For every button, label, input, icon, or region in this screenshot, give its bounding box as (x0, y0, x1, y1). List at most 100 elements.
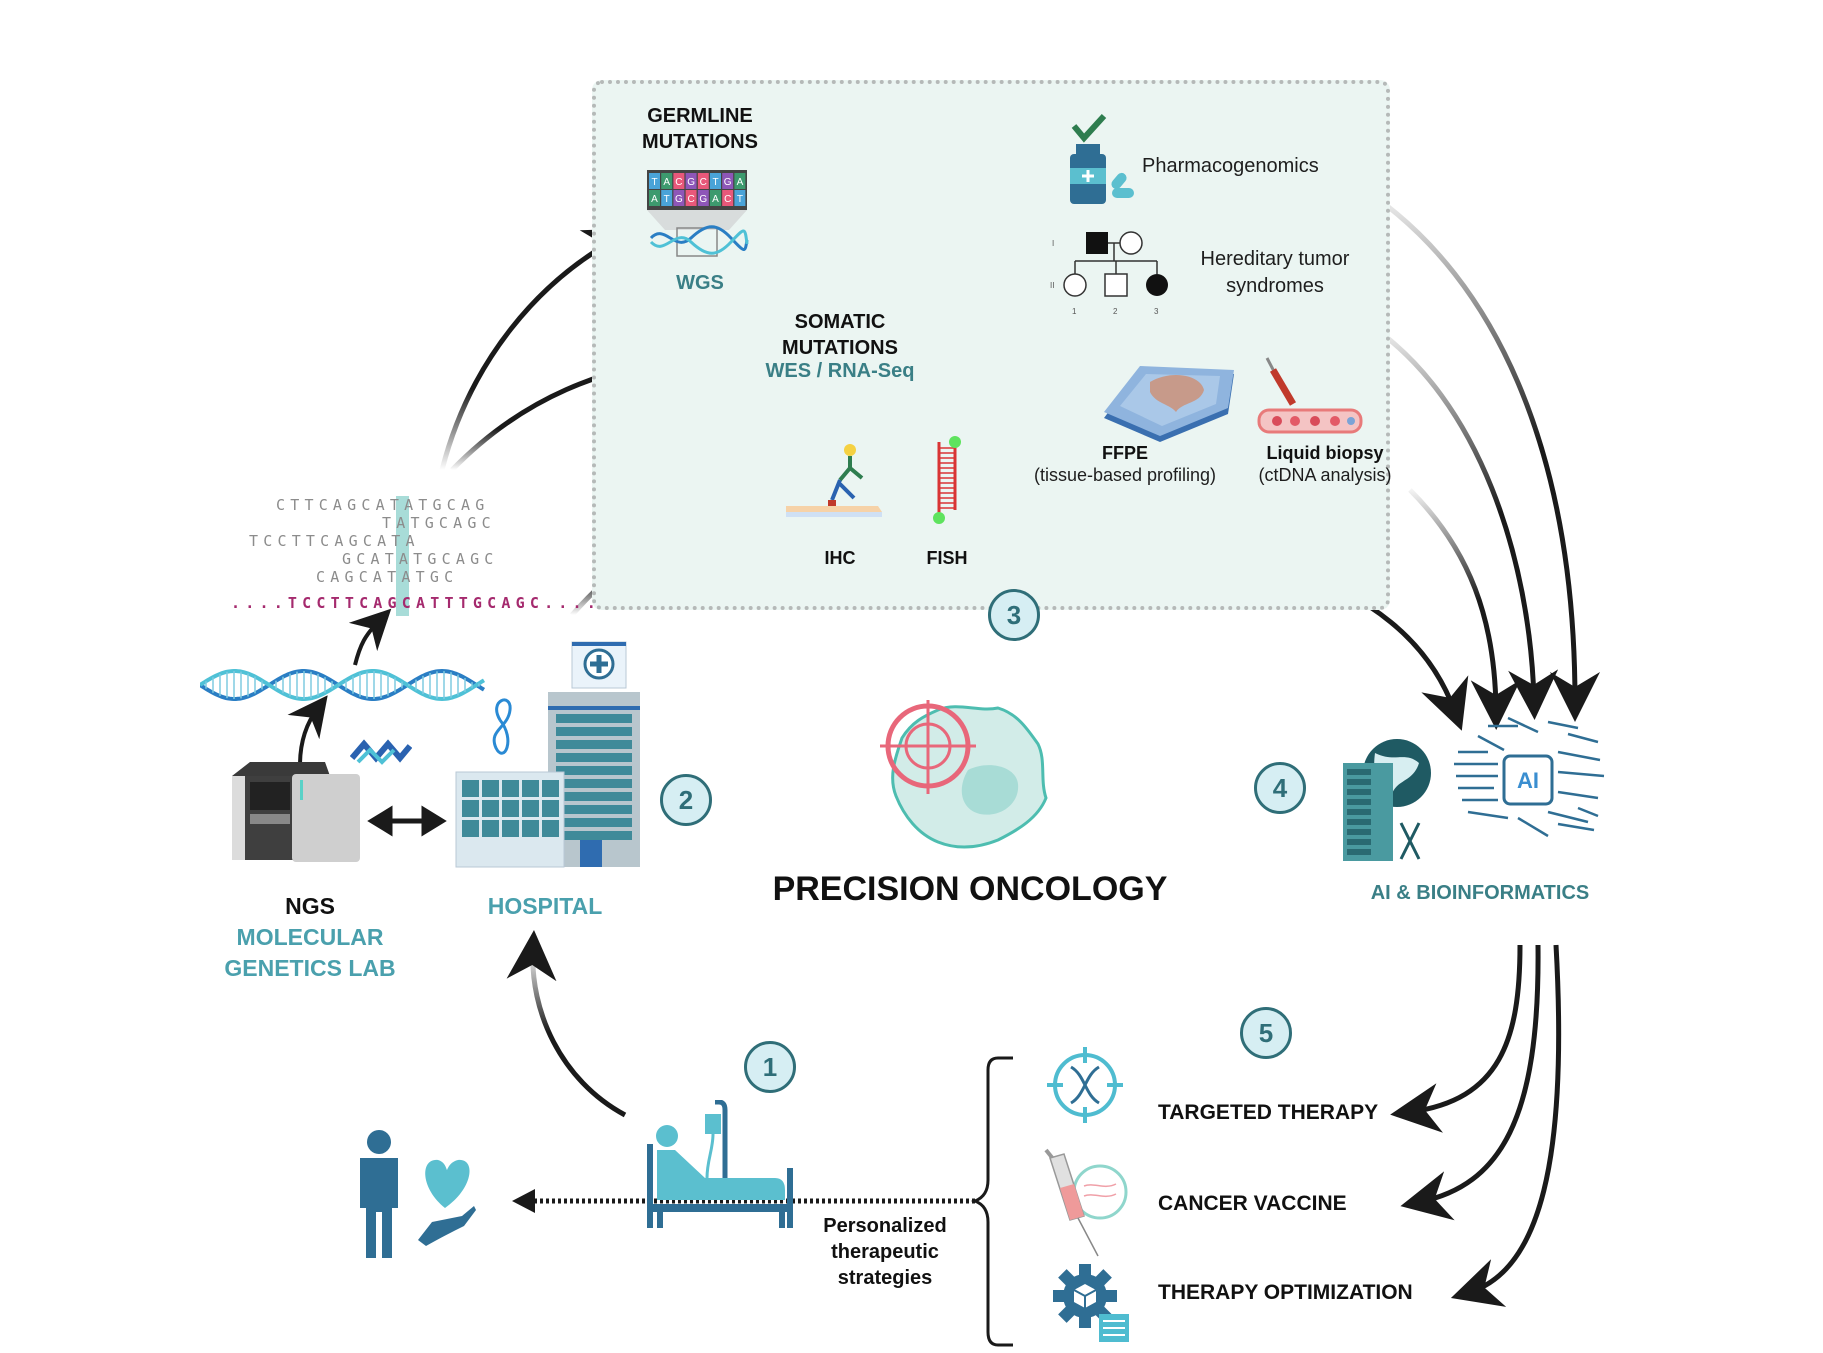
liquid-biopsy-title: Liquid biopsy (1266, 443, 1384, 463)
dna-helix-icon (200, 668, 486, 702)
step-4-badge: 4 (1254, 762, 1306, 814)
arrow-sequencer-to-dna (287, 695, 328, 766)
svg-text:T: T (651, 177, 657, 188)
step-1-badge: 1 (744, 1041, 796, 1093)
arrow-dna-to-reads (348, 608, 392, 666)
page-title: PRECISION ONCOLOGY (772, 870, 1168, 908)
base-top (722, 173, 734, 189)
illumina-logo-icon (350, 739, 412, 765)
read-4: GCATATGCAGC (342, 550, 499, 568)
liquid-biopsy-icon (1257, 357, 1363, 434)
patient-bed-icon (647, 1100, 793, 1228)
ffpe-block-icon (1104, 366, 1234, 442)
svg-text:A: A (737, 177, 744, 188)
consensus-sequence: ....TCCTTCAGCATTTGCAGC.... (231, 594, 601, 612)
ngs-label: NGS (285, 893, 335, 919)
base-bottom (697, 190, 709, 206)
base-bottom (661, 190, 673, 206)
variant-highlight (396, 496, 409, 616)
svg-text:C: C (724, 194, 731, 205)
genetics-lab-label: GENETICS LAB (224, 955, 396, 981)
hospital-building-icon (455, 641, 640, 868)
germline-title-line2: MUTATIONS (642, 131, 758, 153)
tumor-cell-target-icon (880, 700, 1048, 849)
server-globe-icon (1343, 739, 1431, 861)
svg-text:T: T (664, 194, 670, 205)
therapy-item-optimization: THERAPY OPTIMIZATION (1158, 1281, 1413, 1304)
svg-text:G: G (699, 194, 707, 205)
base-bottom (673, 190, 685, 206)
pill-bottle-icon (1070, 113, 1134, 204)
targeted-dna-icon (1047, 1047, 1123, 1123)
somatic-title-line2: MUTATIONS (782, 337, 898, 359)
fish-probe-icon (933, 436, 961, 524)
svg-text:G: G (687, 177, 695, 188)
ihc-antibody-icon (786, 444, 882, 517)
base-bottom (734, 190, 746, 206)
base-top (710, 173, 721, 189)
ngs-sequencer-icon (232, 762, 360, 862)
ffpe-subtitle: (tissue-based profiling) (1033, 465, 1217, 485)
wgs-label: WGS (676, 272, 724, 294)
hereditary-label-line1: Hereditary tumor (1200, 248, 1350, 270)
arrow-ai-to-targeted (1390, 944, 1523, 1133)
svg-text:T: T (712, 177, 718, 188)
arrow-liquid-to-ai (1408, 488, 1521, 730)
base-top (734, 173, 746, 189)
base-bottom (649, 190, 660, 206)
dotted-arrow-to-healthy (512, 1189, 975, 1213)
svg-text:C: C (700, 177, 707, 188)
arrow-hereditary-to-ai (1368, 322, 1559, 720)
therapy-item-vaccine: CANCER VACCINE (1158, 1192, 1347, 1215)
base-top (673, 173, 685, 189)
svg-text:T: T (737, 194, 743, 205)
pedigree-gen-2: II (1050, 281, 1054, 290)
ffpe-title: FFPE (1101, 443, 1148, 463)
hereditary-label-line2: syndromes (1226, 275, 1324, 297)
somatic-title: SOMATIC MUTATIONS (740, 309, 940, 361)
base-top (685, 173, 697, 189)
read-3: TCCTTCAGCATA (249, 532, 420, 550)
ai-brain-circuit-icon: AI (1454, 716, 1605, 838)
healthy-person-heart-icon (360, 1130, 476, 1258)
ihc-label: IHC (824, 548, 856, 568)
svg-text:A: A (712, 194, 719, 205)
therapy-item-targeted: TARGETED THERAPY (1158, 1101, 1379, 1124)
arrow-patient-to-hospital (506, 930, 627, 1118)
pedigree-gen-1: I (1052, 239, 1054, 248)
svg-text:C: C (687, 194, 694, 205)
svg-text:A: A (651, 194, 658, 205)
molecular-label: MOLECULAR (236, 924, 384, 950)
svg-text:2: 2 (1113, 307, 1118, 316)
curly-brace (970, 1056, 1013, 1347)
read-1: CTTCAGCATATGCAG (276, 496, 490, 514)
strategies-label-line1: Personalized (823, 1215, 947, 1237)
personalized-strategies-label: Personalized therapeutic strategies (800, 1213, 970, 1291)
strategies-label-line2: therapeutic (831, 1241, 939, 1263)
germline-title: GERMLINE MUTATIONS (610, 103, 790, 155)
ai-chip-text: AI (1517, 768, 1539, 793)
liquid-biopsy-subtitle: (ctDNA analysis) (1258, 465, 1392, 485)
diagnostics-panel (592, 80, 1390, 610)
arrow-ai-to-optimization (1450, 944, 1562, 1307)
bidirectional-arrow (367, 805, 447, 837)
pharmacogenomics-label: Pharmacogenomics (1142, 155, 1319, 177)
step-5-badge: 5 (1240, 1007, 1292, 1059)
svg-text:G: G (724, 177, 732, 188)
therapy-optimization-gear-icon (1053, 1264, 1129, 1342)
step-2-badge: 2 (660, 774, 712, 826)
arrow-ai-to-vaccine (1400, 944, 1541, 1221)
somatic-method-label: WES / RNA-Seq (765, 360, 915, 382)
hospital-label: HOSPITAL (487, 893, 603, 919)
somatic-title-line1: SOMATIC (794, 311, 886, 333)
strategies-label-line3: strategies (837, 1267, 933, 1289)
germline-title-line1: GERMLINE (647, 105, 753, 127)
pedigree-chart-icon: I II 1 2 3 (1050, 231, 1168, 316)
read-2: TATGCAGC (382, 514, 496, 532)
arrow-pharmaco-to-ai (1363, 187, 1600, 722)
hereditary-label: Hereditary tumor syndromes (1180, 246, 1370, 300)
base-top (661, 173, 673, 189)
svg-text:3: 3 (1154, 307, 1159, 316)
svg-text:G: G (675, 194, 683, 205)
